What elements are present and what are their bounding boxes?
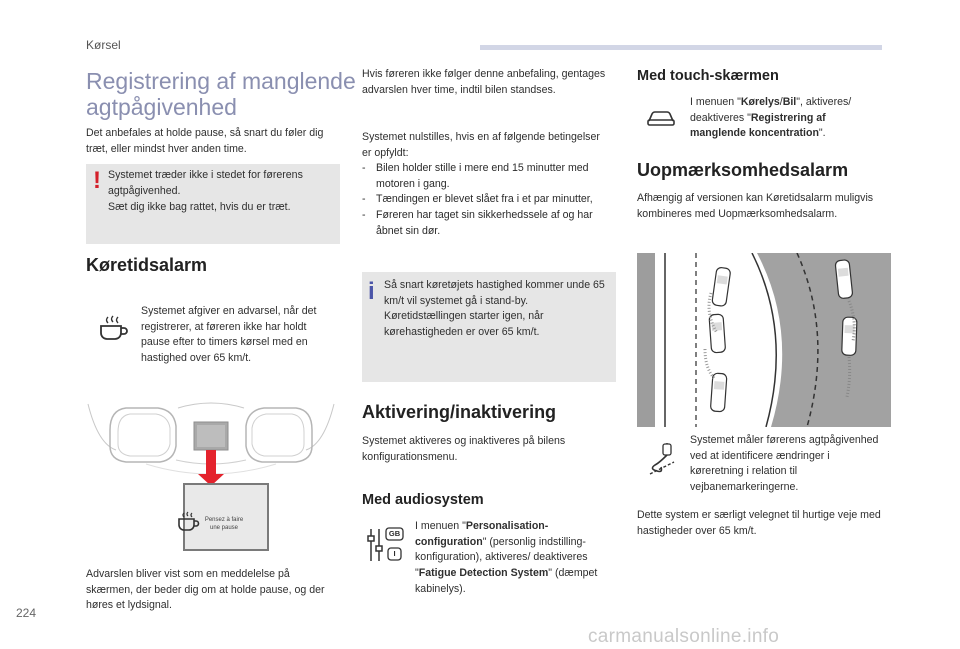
i-badge: I <box>393 549 396 558</box>
final-text: Dette system er særligt velegnet til hur… <box>637 509 881 537</box>
info-text: Så snart køretøjets hastighed kommer und… <box>384 279 605 339</box>
reset-intro: Systemet nulstilles, hvis en af følgende… <box>362 131 600 159</box>
attention-text: Afhængig af versionen kan Køretidsalarm … <box>637 192 874 220</box>
display-message: Pensez à faire une pause <box>204 517 244 531</box>
section-header: Kørsel <box>86 38 121 52</box>
reset-conditions-list: Bilen holder stille i mere end 15 minutt… <box>362 161 607 240</box>
page-number: 224 <box>16 606 37 620</box>
lane-detection-icon <box>647 441 677 480</box>
instrument-cluster-illustration: Pensez à faire une pause <box>86 394 336 554</box>
activation-heading: Aktivering/inaktivering <box>362 402 557 422</box>
alarm-text: Systemet afgiver en advarsel, når det re… <box>141 305 317 365</box>
info-box: i Så snart køretøjets hastighed kommer u… <box>362 272 616 382</box>
warning-icon: ! <box>93 167 101 194</box>
warning-line-2: Sæt dig ikke bag rattet, hvis du er træt… <box>108 201 291 213</box>
coffee-cup-icon <box>98 314 132 347</box>
activation-text: Systemet aktiveres og inaktiveres på bil… <box>362 435 566 463</box>
alarm-heading: Køretidsalarm <box>86 255 208 275</box>
page-title: Registrering af manglende agtpågivenhed <box>86 68 356 120</box>
alarm-caption: Advarslen bliver vist som en meddelelse … <box>86 568 325 612</box>
list-item: Bilen holder stille i mere end 15 minutt… <box>362 161 607 192</box>
audio-heading: Med audiosystem <box>362 492 484 508</box>
list-item: Tændingen er blevet slået fra i et par m… <box>362 192 607 208</box>
lane-departure-illustration <box>637 252 891 428</box>
settings-sliders-icon <box>366 526 406 569</box>
touch-heading: Med touch-skærmen <box>637 68 779 84</box>
attention-heading: Uopmærksomhedsalarm <box>637 160 849 180</box>
intro-paragraph: Det anbefales at holde pause, så snart d… <box>86 127 324 155</box>
info-icon: i <box>368 278 375 305</box>
lane-text: Systemet måler førerens agtpågivenhed ve… <box>690 434 879 494</box>
display-coffee-icon <box>176 511 202 538</box>
gb-badge: GB <box>388 529 401 538</box>
warning-box: ! Systemet træder ikke i stedet for føre… <box>86 164 340 244</box>
touch-instructions: I menuen "Kørelys/Bil", aktiveres/ deakt… <box>690 96 852 140</box>
audio-instructions: I menuen "Personalisation-configuration"… <box>415 520 598 595</box>
car-icon <box>646 108 676 133</box>
warning-line-1: Systemet træder ikke i stedet for førere… <box>108 169 303 197</box>
header-bar <box>480 45 882 50</box>
repeat-paragraph: Hvis føreren ikke følger denne anbefalin… <box>362 68 606 96</box>
list-item: Føreren har taget sin sikkerhedssele af … <box>362 208 607 239</box>
watermark: carmanualsonline.info <box>588 626 780 647</box>
